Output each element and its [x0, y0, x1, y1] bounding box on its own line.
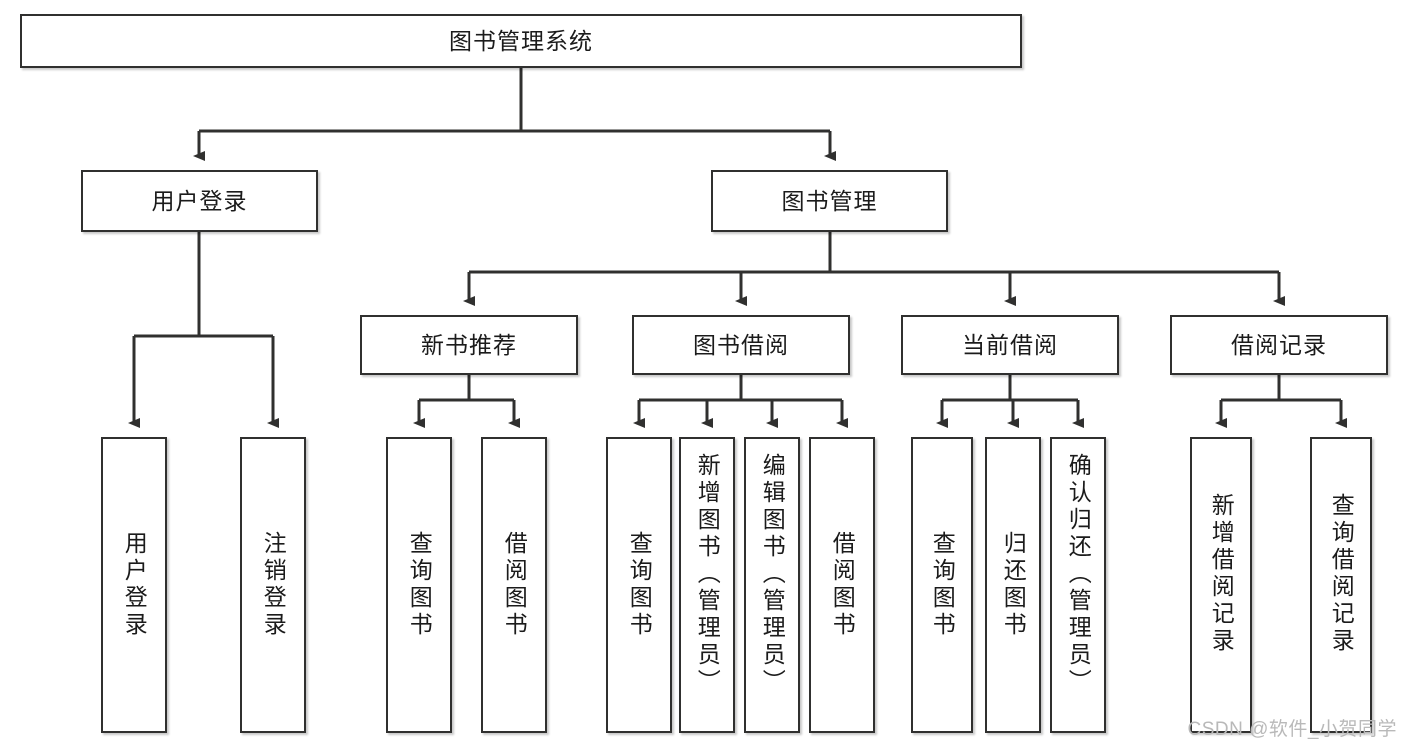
node-leaf-query-book-2-label: 查询图书	[626, 531, 653, 639]
node-leaf-add-book-label: 新增图书（管理员）	[694, 453, 721, 696]
node-leaf-query-record-label: 查询借阅记录	[1328, 493, 1355, 655]
node-leaf-return-book[interactable]: 归还图书	[985, 437, 1041, 733]
node-leaf-confirm-return[interactable]: 确认归还（管理员）	[1050, 437, 1106, 733]
node-leaf-user-login[interactable]: 用户登录	[101, 437, 167, 733]
node-leaf-query-book-3-label: 查询图书	[929, 531, 956, 639]
node-leaf-add-record[interactable]: 新增借阅记录	[1190, 437, 1252, 733]
node-leaf-edit-book[interactable]: 编辑图书（管理员）	[744, 437, 800, 733]
node-leaf-borrow-book-1-label: 借阅图书	[501, 531, 528, 639]
node-leaf-borrow-book-2-label: 借阅图书	[829, 531, 856, 639]
node-leaf-return-book-label: 归还图书	[1000, 531, 1027, 639]
node-leaf-query-book-3[interactable]: 查询图书	[911, 437, 973, 733]
node-current-borrow[interactable]: 当前借阅	[901, 315, 1119, 375]
node-new-book-rec[interactable]: 新书推荐	[360, 315, 578, 375]
node-root[interactable]: 图书管理系统	[20, 14, 1022, 68]
node-book-manage-label: 图书管理	[781, 187, 878, 214]
node-leaf-query-book-1[interactable]: 查询图书	[386, 437, 452, 733]
node-leaf-add-record-label: 新增借阅记录	[1208, 493, 1235, 655]
node-new-book-rec-label: 新书推荐	[421, 331, 517, 358]
node-borrow-record[interactable]: 借阅记录	[1170, 315, 1388, 375]
node-leaf-query-record[interactable]: 查询借阅记录	[1310, 437, 1372, 733]
node-user-login-label: 用户登录	[151, 187, 248, 214]
node-leaf-borrow-book-2[interactable]: 借阅图书	[809, 437, 875, 733]
node-leaf-confirm-return-label: 确认归还（管理员）	[1065, 453, 1092, 696]
node-book-borrow-label: 图书借阅	[693, 331, 789, 358]
node-leaf-edit-book-label: 编辑图书（管理员）	[759, 453, 786, 696]
node-leaf-add-book[interactable]: 新增图书（管理员）	[679, 437, 735, 733]
node-leaf-logout-label: 注销登录	[260, 531, 287, 639]
node-user-login[interactable]: 用户登录	[81, 170, 318, 232]
node-leaf-query-book-2[interactable]: 查询图书	[606, 437, 672, 733]
node-root-label: 图书管理系统	[449, 27, 593, 54]
node-current-borrow-label: 当前借阅	[962, 331, 1058, 358]
node-leaf-query-book-1-label: 查询图书	[406, 531, 433, 639]
node-leaf-logout[interactable]: 注销登录	[240, 437, 306, 733]
node-book-manage[interactable]: 图书管理	[711, 170, 948, 232]
node-book-borrow[interactable]: 图书借阅	[632, 315, 850, 375]
node-leaf-borrow-book-1[interactable]: 借阅图书	[481, 437, 547, 733]
node-borrow-record-label: 借阅记录	[1231, 331, 1327, 358]
node-leaf-user-login-label: 用户登录	[121, 531, 148, 639]
csdn-watermark: CSDN @软件_小贺同学	[1187, 719, 1397, 740]
